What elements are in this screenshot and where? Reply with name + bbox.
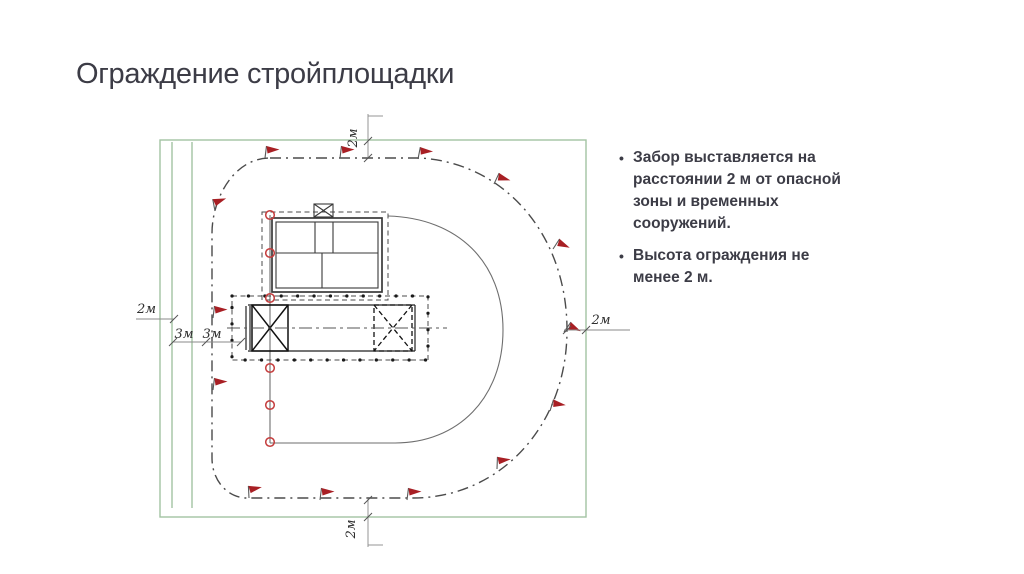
danger-zone-line [269, 215, 504, 444]
bullet-text: Забор выставляется на расстоянии 2 м от … [633, 149, 841, 232]
dimension-annotations: 2м 2м 2м 2м [136, 114, 630, 547]
dim-label-bottom: 2м [344, 519, 359, 539]
bullet-item: • Забор выставляется на расстоянии 2 м о… [619, 147, 845, 235]
flag-icon [264, 145, 281, 159]
dim-label-top: 2м [346, 128, 361, 148]
post-marker-icon [264, 209, 276, 221]
bullet-item: • Высота ограждения не менее 2 м. [619, 245, 845, 289]
dim-label-3m-2: 3м [202, 327, 221, 342]
flag-icon [246, 483, 264, 499]
bullet-marker: • [619, 150, 624, 166]
post-marker-icon [264, 362, 276, 374]
bullet-marker: • [619, 248, 624, 264]
post-marker-icon [264, 399, 276, 411]
flag-icon [493, 172, 513, 190]
flag-icon [210, 194, 230, 212]
site-boundary [159, 139, 587, 518]
bullet-text: Высота ограждения не менее 2 м. [633, 247, 810, 286]
post-markers [264, 209, 276, 448]
flag-icon [552, 237, 572, 256]
bullet-list: • Забор выставляется на расстоянии 2 м о… [619, 147, 845, 299]
flag-icon [212, 377, 229, 391]
dim-label-3m-1: 3м [174, 327, 193, 342]
temporary-building [261, 203, 389, 301]
flag-icon [212, 305, 229, 319]
flag-icon [549, 398, 567, 415]
post-marker-icon [264, 436, 276, 448]
slide-title: Ограждение стройплощадки [76, 58, 455, 90]
site-plan-svg: 2м 2м 2м 2м [136, 114, 630, 547]
entrance-canopy [313, 203, 334, 218]
post-marker-icon [264, 292, 276, 304]
site-plan-diagram: 2м 2м 2м 2м [130, 105, 640, 565]
dim-label-right: 2м [590, 313, 610, 328]
dim-label-left: 2м [136, 302, 156, 317]
crane-track [227, 294, 447, 362]
post-marker-icon [264, 247, 276, 259]
